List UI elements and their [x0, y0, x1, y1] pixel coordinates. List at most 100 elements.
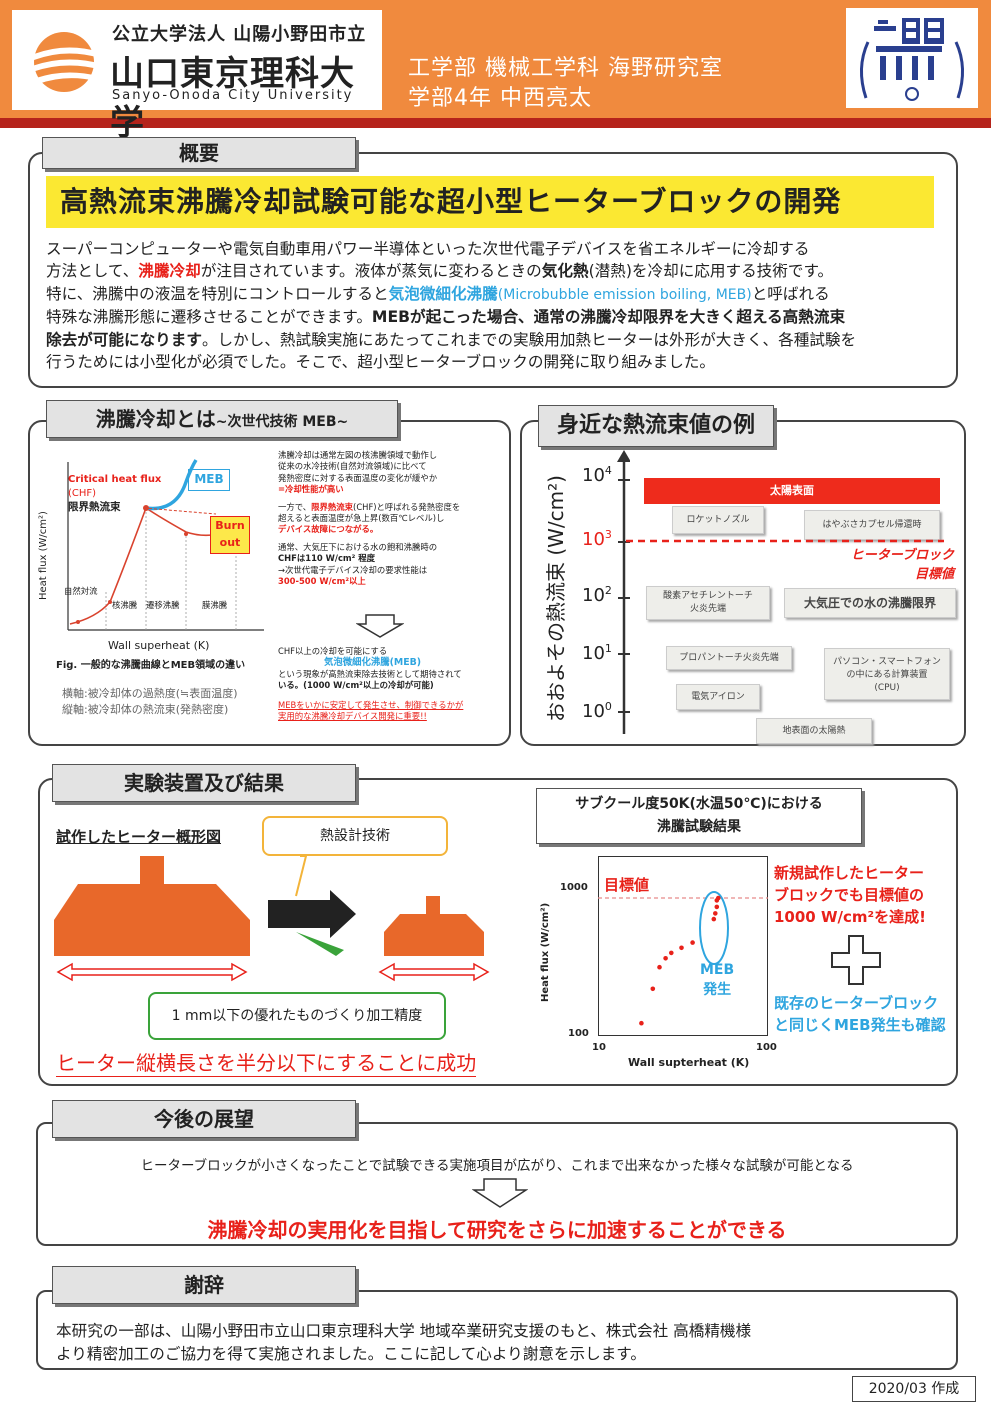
data-point	[657, 964, 662, 970]
x-tick-10: 10	[592, 1042, 606, 1053]
emblem-icon	[860, 18, 964, 101]
boiling-y-axis-label: Heat flux (W/cm²)	[38, 511, 49, 600]
tick-10-2: 102	[582, 584, 612, 606]
heater-sketch-title: 試作したヒーター概形図	[56, 828, 222, 846]
size-reduction-success: ヒーター縦横長さを半分以下にすることに成功	[56, 1051, 477, 1077]
result-target-label: 目標値	[604, 876, 650, 894]
meb-region-label: MEB	[188, 469, 230, 491]
width-arrows	[56, 962, 490, 982]
creation-date: 2020/03 作成	[852, 1376, 976, 1402]
university-logo: 公立大学法人 山陽小野田市立 山口東京理科大学 Sanyo-Onoda City…	[12, 10, 382, 143]
university-name: 山口東京理科大学	[110, 54, 355, 143]
plus-icon	[831, 935, 881, 985]
rocket-nozzle-label: ロケットノズル	[672, 506, 764, 534]
right-arrow-icon	[268, 890, 356, 938]
tick-10-4: 104	[582, 464, 612, 486]
author: 学部4年 中西亮太	[408, 86, 592, 111]
data-point	[639, 1020, 644, 1026]
university-logo-mark-icon	[32, 32, 102, 92]
tick-10-3: 103	[582, 528, 612, 550]
y-tick-100: 100	[568, 1028, 589, 1039]
header-band	[0, 118, 991, 128]
boiling-x-axis-label: Wall superheat (K)	[108, 639, 210, 652]
acknowledgement-text: 本研究の一部は、山陽小野田市立山口東京理科大学 地域卒業研究支援のもと、株式会社…	[56, 1322, 752, 1363]
boiling-result-chart	[598, 856, 768, 1036]
heat-flux-y-axis-label: おおよその熱流束 (W/cm²)	[540, 475, 569, 722]
electric-iron-label: 電気アイロン	[676, 684, 760, 710]
hayabusa-label: はやぶさカプセル帰還時	[804, 510, 940, 540]
down-arrow-icon	[472, 1178, 528, 1208]
machining-precision-callout: 1 mm以下の優れたものづくり加工精度	[148, 992, 446, 1040]
data-point	[663, 956, 668, 961]
heat-flux-tab: 身近な熱流束値の例	[538, 405, 774, 447]
region-natural-convection: 自然対流	[64, 586, 98, 596]
chf-label-ja: 限界熱流束	[68, 501, 121, 513]
meb-curve	[145, 459, 198, 511]
tick-10-1: 101	[582, 642, 612, 664]
x-tick-100: 100	[756, 1042, 777, 1053]
outlook-conclusion: 沸騰冷却の実用化を目指して研究をさらに加速することができる	[207, 1218, 787, 1242]
y-tick-1000: 1000	[560, 882, 588, 893]
tick-10-0: 100	[582, 700, 612, 722]
overview-tab: 概要	[42, 137, 356, 169]
lab-emblem	[846, 8, 978, 108]
overview-text: スーパーコンピューターや電気自動車用パワー半導体といった次世代電子デバイスを省エ…	[46, 238, 941, 373]
heater-target-label: ヒーターブロック目標値	[850, 548, 954, 582]
data-point	[690, 940, 695, 945]
region-nucleate-boiling: 核沸騰	[112, 600, 138, 610]
university-corporation: 公立大学法人 山陽小野田市立	[112, 24, 367, 45]
result-x-axis-label: Wall supterheat (K)	[628, 1056, 750, 1069]
chf-label-en: Critical heat flux	[68, 474, 162, 485]
data-point	[679, 945, 684, 951]
experiment-tab: 実験装置及び結果	[52, 764, 356, 802]
cpu-label: パソコン・スマートフォンの中にある計算装置(CPU)	[824, 648, 950, 700]
data-point	[650, 986, 656, 992]
thermal-callout-pointer	[295, 855, 308, 897]
data-point	[716, 895, 721, 901]
chf-label-abbr: (CHF)	[68, 488, 97, 499]
overview-line: 特殊な沸騰形態に遷移させることができます。MEBが起こった場合、通常の沸騰冷却限…	[46, 308, 846, 327]
data-point	[669, 950, 674, 956]
department: 工学部 機械工学科 海野研究室	[408, 56, 723, 81]
acknowledgement-tab: 謝辞	[52, 1266, 356, 1304]
meb-explanation: CHF以上の冷却を可能にする 気泡微細化沸騰(MEB) という現象が高熱流束除去…	[278, 646, 464, 722]
small-heater-neck	[426, 896, 440, 914]
boiling-tab: 沸騰冷却とは~次世代技術 MEB~	[46, 400, 398, 438]
earth-sunlight-label: 地表面の太陽熱	[756, 718, 872, 744]
overview-line: 行うためには小型化が必須でした。そこで、超小型ヒーターブロックの開発に取り組みま…	[46, 353, 715, 372]
overview-line: 方法として、沸騰冷却が注目されています。液体が蒸気に変わるときの気化熱(潜熱)を…	[46, 262, 834, 281]
thermal-design-callout: 熱設計技術	[262, 816, 448, 856]
target-dashed-line	[626, 539, 944, 543]
outlook-tab: 今後の展望	[52, 1100, 356, 1138]
region-film-boiling: 膜沸騰	[202, 600, 228, 610]
overview-line: 特に、沸騰中の液温を特別にコントロールすると気泡微細化沸騰(Microbubbl…	[46, 284, 830, 303]
large-heater-neck	[140, 856, 164, 884]
propane-torch-label: プロパントーチ火炎先端	[666, 646, 792, 670]
boiling-explanation: 沸騰冷却は通常左図の核沸騰領域で動作し従来の水冷技術(自然対流領域)に比べて発熱…	[278, 450, 461, 587]
outlook-text: ヒーターブロックが小さくなったことで試験できる実施項目が広がり、これまで出来なか…	[140, 1158, 854, 1174]
boiling-panel	[28, 420, 511, 746]
small-heater-body	[384, 914, 484, 956]
large-heater-body	[54, 884, 250, 956]
data-point	[711, 916, 717, 922]
poster-title: 高熱流束沸騰冷却試験可能な超小型ヒーターブロックの開発	[46, 176, 934, 228]
sun-surface-bar: 太陽表面	[644, 478, 940, 504]
acetylene-torch-label: 酸素アセチレントーチ火炎先端	[646, 586, 770, 620]
down-arrow-icon	[356, 614, 404, 638]
water-boiling-limit-label: 大気圧での水の沸騰限界	[784, 588, 956, 618]
heat-flux-axis	[617, 450, 630, 734]
boiling-axis-notes: 横軸:被冷却体の過熱度(≒表面温度)縦軸:被冷却体の熱流束(発熱密度)	[62, 687, 238, 716]
result-chart-title: サブクール度50K(水温50℃)における沸騰試験結果	[536, 788, 862, 844]
heater-sketch	[54, 855, 490, 982]
result-y-axis-label: Heat flux (W/cm²)	[540, 903, 551, 1002]
data-point	[714, 904, 720, 910]
university-name-en: Sanyo-Onoda City University	[112, 88, 354, 103]
meb-region-ellipse	[699, 891, 729, 965]
overview-line: 除去が可能になります。しかし、熱試験実施にあたってこれまでの実験用加熱ヒーターは…	[46, 330, 857, 349]
chart-plot-frame	[598, 856, 768, 1036]
boiling-figure-caption: Fig. 一般的な沸騰曲線とMEB領域の違い	[56, 660, 246, 671]
overview-line: スーパーコンピューターや電気自動車用パワー半導体といった次世代電子デバイスを省エ…	[46, 240, 810, 258]
